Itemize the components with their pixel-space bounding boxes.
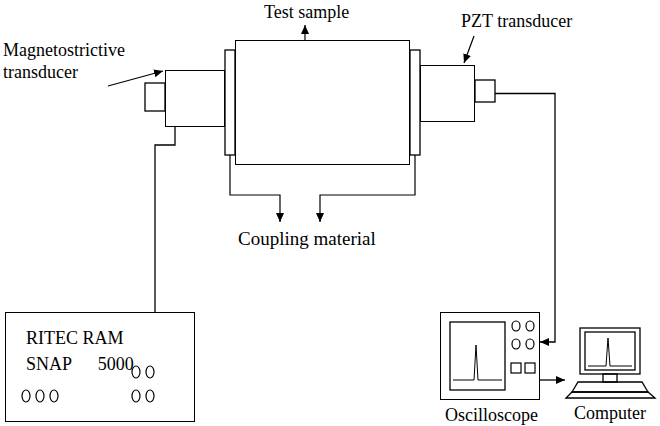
node-label: Computer xyxy=(574,402,646,424)
diagram-node: RITEC RAM SNAP 5000 xyxy=(5,312,195,422)
leader-line xyxy=(304,25,305,40)
transducer-stub xyxy=(475,80,495,102)
scope-screen xyxy=(450,322,505,390)
signal-wire xyxy=(495,94,555,343)
node-label: RITEC RAM xyxy=(26,327,124,349)
diagram-node: Magnetostrictive transducer xyxy=(165,70,225,127)
pulse-trace xyxy=(453,345,502,380)
diagram-node: Oscilloscope xyxy=(440,312,540,400)
leader-line xyxy=(108,71,163,86)
node-label: PZT transducer xyxy=(461,10,572,32)
leader-line xyxy=(320,155,415,222)
transducer-stub xyxy=(145,83,165,111)
leader-line xyxy=(464,36,474,63)
diagram-node: Computer xyxy=(565,325,655,425)
signal-wire xyxy=(540,379,565,380)
node-label: SNAP 5000 xyxy=(26,353,134,375)
node-label: Magnetostrictive transducer xyxy=(3,39,153,83)
callout-label: Coupling material xyxy=(238,228,376,250)
leader-line xyxy=(230,155,280,222)
node-label: Oscilloscope xyxy=(445,404,538,426)
coupling-layer xyxy=(410,50,420,155)
diagram-node: Test sample xyxy=(235,40,410,165)
scope-knobs xyxy=(511,321,535,373)
computer-icon xyxy=(566,328,655,398)
diagram-node: PZT transducer xyxy=(420,65,475,122)
node-label: Test sample xyxy=(264,1,349,23)
signal-wire xyxy=(155,127,175,312)
coupling-layer xyxy=(225,50,235,155)
